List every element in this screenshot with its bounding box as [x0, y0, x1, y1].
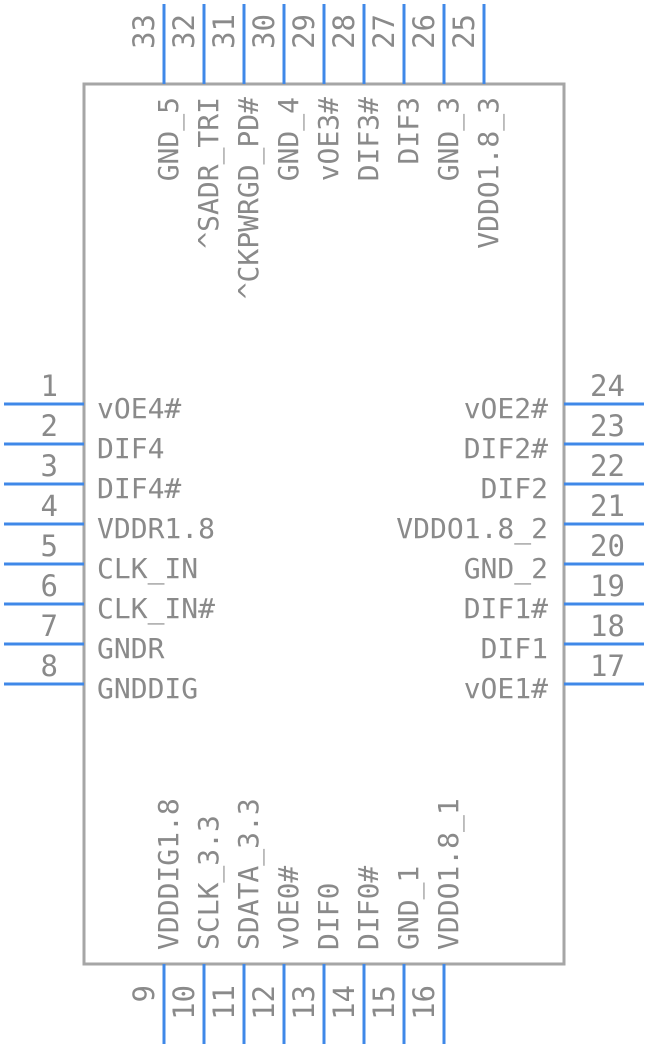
pin-number-16: 16 — [407, 985, 441, 1020]
pin-label-30: GND_4 — [272, 97, 306, 181]
pin-label-1: vOE4# — [97, 392, 181, 425]
pin-number-11: 11 — [207, 985, 241, 1020]
pin-number-15: 15 — [367, 985, 401, 1020]
pin-number-18: 18 — [590, 609, 625, 643]
pin-label-11: SDATA_3.3 — [232, 798, 266, 950]
pin-label-10: SCLK_3.3 — [192, 815, 226, 950]
pin-label-23: DIF2# — [464, 432, 548, 465]
pin-label-7: GNDR — [97, 632, 165, 665]
pin-label-33: GND_5 — [152, 97, 186, 181]
pin-label-16: VDDO1.8_1 — [432, 798, 466, 950]
pin-number-8: 8 — [41, 649, 58, 683]
pin-number-25: 25 — [447, 14, 481, 49]
pin-label-14: DIF0# — [352, 866, 385, 950]
pin-label-29: vOE3# — [312, 97, 345, 181]
pin-number-14: 14 — [327, 985, 361, 1020]
pin-number-28: 28 — [327, 14, 361, 49]
pin-label-26: GND_3 — [432, 97, 466, 181]
ic-body-outline — [82, 82, 566, 966]
pin-number-32: 32 — [167, 14, 201, 49]
pin-label-32: ^SADR_TRI — [192, 97, 226, 249]
pin-label-17: vOE1# — [464, 672, 548, 705]
pin-label-22: DIF2 — [481, 472, 548, 505]
pin-label-15: GND_1 — [392, 866, 426, 950]
pin-number-23: 23 — [590, 409, 625, 443]
pin-label-19: DIF1# — [464, 592, 548, 625]
pin-number-21: 21 — [590, 489, 625, 523]
pin-label-31: ^CKPWRGD_PD# — [232, 97, 266, 299]
pin-label-24: vOE2# — [464, 392, 548, 425]
pin-number-4: 4 — [41, 489, 58, 523]
pin-number-10: 10 — [167, 985, 201, 1020]
pin-number-24: 24 — [590, 369, 625, 403]
pin-label-18: DIF1 — [481, 632, 548, 665]
pin-number-31: 31 — [207, 14, 241, 49]
pin-number-7: 7 — [41, 609, 58, 643]
pin-number-6: 6 — [41, 569, 58, 603]
pin-number-3: 3 — [41, 449, 58, 483]
pin-number-2: 2 — [41, 409, 58, 443]
pin-label-4: VDDR1.8 — [97, 512, 215, 545]
pin-number-5: 5 — [41, 529, 58, 563]
pin-label-5: CLK_IN — [97, 552, 198, 586]
pin-label-25: VDDO1.8_3 — [472, 97, 506, 249]
pin-number-26: 26 — [407, 14, 441, 49]
pin-label-20: GND_2 — [464, 552, 548, 586]
pin-number-20: 20 — [590, 529, 625, 563]
pin-label-12: vOE0# — [272, 866, 305, 950]
pin-number-33: 33 — [127, 14, 161, 49]
pin-number-13: 13 — [287, 985, 321, 1020]
pin-number-29: 29 — [287, 14, 321, 49]
pin-label-28: DIF3# — [352, 97, 385, 181]
pin-number-19: 19 — [590, 569, 625, 603]
pin-label-8: GNDDIG — [97, 672, 198, 705]
pin-label-6: CLK_IN# — [97, 592, 215, 626]
pin-label-3: DIF4# — [97, 472, 181, 505]
pin-number-22: 22 — [590, 449, 625, 483]
pin-number-27: 27 — [367, 14, 401, 49]
pin-number-17: 17 — [590, 649, 625, 683]
pin-number-1: 1 — [41, 369, 58, 403]
pin-label-13: DIF0 — [312, 883, 345, 950]
pin-label-2: DIF4 — [97, 432, 164, 465]
pin-number-12: 12 — [247, 985, 281, 1020]
pin-label-9: VDDDIG1.8 — [152, 798, 185, 950]
pin-label-21: VDDO1.8_2 — [396, 512, 548, 546]
pin-number-30: 30 — [247, 14, 281, 49]
pin-number-9: 9 — [127, 985, 161, 1002]
pin-label-27: DIF3 — [392, 97, 425, 164]
